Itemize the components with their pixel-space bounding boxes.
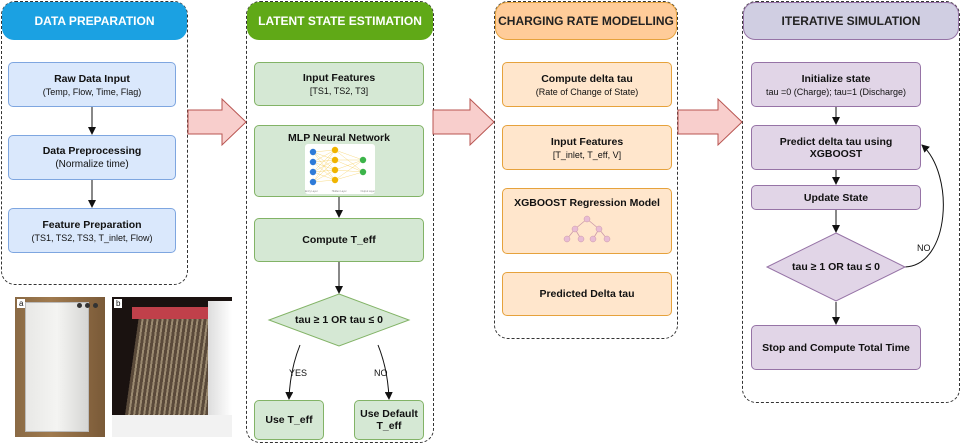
box-title: Feature Preparation bbox=[42, 218, 142, 231]
predict-delta-tau-box: Predict delta tau using XGBOOST bbox=[751, 125, 921, 170]
stage-arrow bbox=[187, 97, 247, 147]
neural-network-graphic: Entry Layer Hidden Layer Output Layer bbox=[305, 144, 375, 194]
box-title: Predicted Delta tau bbox=[539, 288, 635, 300]
box-subtitle: (Rate of Change of State) bbox=[535, 86, 639, 97]
lane-header: CHARGING RATE MODELLING bbox=[495, 2, 677, 40]
box-title: MLP Neural Network bbox=[288, 132, 390, 144]
stage-arrow bbox=[677, 97, 743, 147]
compute-delta-tau-box: Compute delta tau (Rate of Change of Sta… bbox=[502, 62, 672, 107]
nn-layer-label: Entry Layer bbox=[305, 190, 318, 193]
no-label: NO bbox=[374, 368, 388, 378]
decision-tree-icon bbox=[563, 215, 611, 243]
box-title: XGBOOST Regression Model bbox=[514, 197, 660, 209]
box-title: Update State bbox=[803, 191, 869, 204]
raw-data-input-box: Raw Data Input (Temp, Flow, Time, Flag) bbox=[8, 62, 176, 107]
box-title: Initialize state bbox=[801, 72, 871, 85]
box-title: Use T_eff bbox=[265, 414, 313, 426]
photo-label: a bbox=[17, 299, 26, 308]
box-subtitle: (TS1, TS2, TS3, T_inlet, Flow) bbox=[31, 232, 153, 243]
stage-arrow bbox=[432, 97, 495, 147]
nn-layer-label: Hidden Layer bbox=[331, 190, 347, 193]
update-state-box: Update State bbox=[751, 185, 921, 210]
sim-decision-text: tau ≥ 1 OR tau ≤ 0 bbox=[792, 261, 880, 273]
neural-network-icon bbox=[309, 146, 367, 186]
loop-no-label: NO bbox=[917, 243, 931, 253]
lane-header: ITERATIVE SIMULATION bbox=[743, 2, 959, 40]
photo-label: b bbox=[114, 299, 123, 308]
box-title: Compute T_eff bbox=[302, 234, 376, 246]
use-teff-box: Use T_eff bbox=[254, 400, 324, 440]
box-subtitle: (Normalize time) bbox=[55, 159, 129, 170]
box-title: Input Features bbox=[302, 72, 376, 84]
box-title: Compute delta tau bbox=[541, 72, 633, 85]
lane-header: DATA PREPARATION bbox=[2, 2, 187, 40]
box-subtitle: [T_inlet, T_eff, V] bbox=[552, 149, 622, 160]
lane-title: ITERATIVE SIMULATION bbox=[781, 14, 921, 28]
box-subtitle: [TS1, TS2, T3] bbox=[309, 86, 369, 96]
box-title: Use Default T_eff bbox=[360, 408, 418, 432]
mlp-neural-network-box: MLP Neural Network Entry Layer Hidden La… bbox=[254, 125, 424, 197]
lane-title: LATENT STATE ESTIMATION bbox=[258, 14, 422, 28]
battery-internal-photo: b bbox=[112, 297, 232, 437]
latent-input-features-box: Input Features [TS1, TS2, T3] bbox=[254, 62, 424, 106]
feature-preparation-box: Feature Preparation (TS1, TS2, TS3, T_in… bbox=[8, 208, 176, 253]
box-title: Data Preprocessing bbox=[42, 145, 142, 157]
predicted-delta-tau-box: Predicted Delta tau bbox=[502, 272, 672, 316]
yes-label: YES bbox=[289, 368, 308, 378]
box-title: Raw Data Input bbox=[54, 72, 130, 85]
lane-title: DATA PREPARATION bbox=[34, 14, 155, 28]
box-subtitle: tau =0 (Charge); tau=1 (Discharge) bbox=[765, 86, 907, 97]
data-preprocessing-box: Data Preprocessing (Normalize time) bbox=[8, 135, 176, 180]
nn-layer-label: Output Layer bbox=[360, 190, 375, 193]
decision-diamond bbox=[267, 293, 411, 347]
use-default-teff-box: Use Default T_eff bbox=[354, 400, 424, 440]
lane-title: CHARGING RATE MODELLING bbox=[498, 14, 674, 28]
compute-teff-box: Compute T_eff bbox=[254, 218, 424, 262]
charging-input-features-box: Input Features [T_inlet, T_eff, V] bbox=[502, 125, 672, 170]
box-title: Stop and Compute Total Time bbox=[762, 341, 910, 354]
initialize-state-box: Initialize state tau =0 (Charge); tau=1 … bbox=[751, 62, 921, 107]
box-title: Predict delta tau using XGBOOST bbox=[779, 135, 893, 160]
decision-diamond bbox=[765, 232, 907, 302]
box-title: Input Features bbox=[550, 135, 624, 148]
latent-decision-text: tau ≥ 1 OR tau ≤ 0 bbox=[295, 314, 383, 326]
stop-compute-total-time-box: Stop and Compute Total Time bbox=[751, 325, 921, 370]
box-subtitle: (Temp, Flow, Time, Flag) bbox=[42, 86, 142, 97]
battery-cabinet-photo: a bbox=[15, 297, 105, 437]
xgboost-regression-model-box: XGBOOST Regression Model bbox=[502, 188, 672, 254]
lane-header: LATENT STATE ESTIMATION bbox=[247, 2, 433, 40]
